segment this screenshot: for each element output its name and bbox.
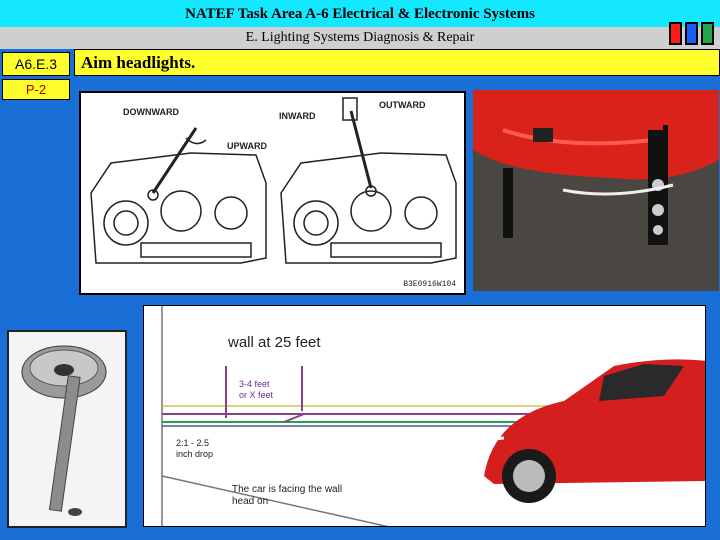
label-downward: DOWNWARD [123, 107, 179, 117]
label-upward: UPWARD [227, 141, 267, 151]
subtitle-bar: E. Lighting Systems Diagnosis & Repair [0, 27, 720, 49]
drop-note-line1: 2:1 - 2.5 [176, 438, 210, 448]
wall-aiming-diagram: wall at 25 feet 3-4 feet or X feet 2:1 -… [143, 305, 706, 527]
slide-title: NATEF Task Area A-6 Electrical & Electro… [185, 6, 535, 22]
green-block [701, 22, 714, 45]
figure-code: B3E0916W104 [403, 280, 456, 289]
offset-note-line1: 3-4 feet [239, 379, 270, 389]
caption-line1: The car is facing the wall [232, 484, 343, 495]
task-description: Aim headlights. [74, 49, 720, 76]
aiming-tool-image [9, 332, 125, 526]
caption-line2: head on [232, 496, 269, 507]
headlight-adjustment-diagram: DOWNWARD UPWARD INWARD OUTWARD B3E0916W1… [79, 91, 466, 295]
label-inward: INWARD [279, 111, 316, 121]
title-bar: NATEF Task Area A-6 Electrical & Electro… [0, 0, 720, 27]
blue-block [685, 22, 698, 45]
wall-aiming-drawing [144, 306, 705, 526]
slide-subtitle: E. Lighting Systems Diagnosis & Repair [245, 30, 475, 45]
headlight-diagram-drawing [90, 97, 457, 264]
label-outward: OUTWARD [379, 100, 426, 110]
headlight-aimer-photo-image [473, 90, 719, 291]
color-blocks [669, 22, 714, 45]
drop-note-line2: inch drop [176, 449, 214, 459]
page-number: P-2 [2, 79, 70, 100]
task-code: A6.E.3 [2, 52, 70, 76]
aiming-tool-photo [7, 330, 127, 528]
red-block [669, 22, 682, 45]
headlight-aimer-photo [473, 90, 719, 291]
offset-note-line2: or X feet [239, 390, 274, 400]
wall-title: wall at 25 feet [228, 334, 321, 351]
